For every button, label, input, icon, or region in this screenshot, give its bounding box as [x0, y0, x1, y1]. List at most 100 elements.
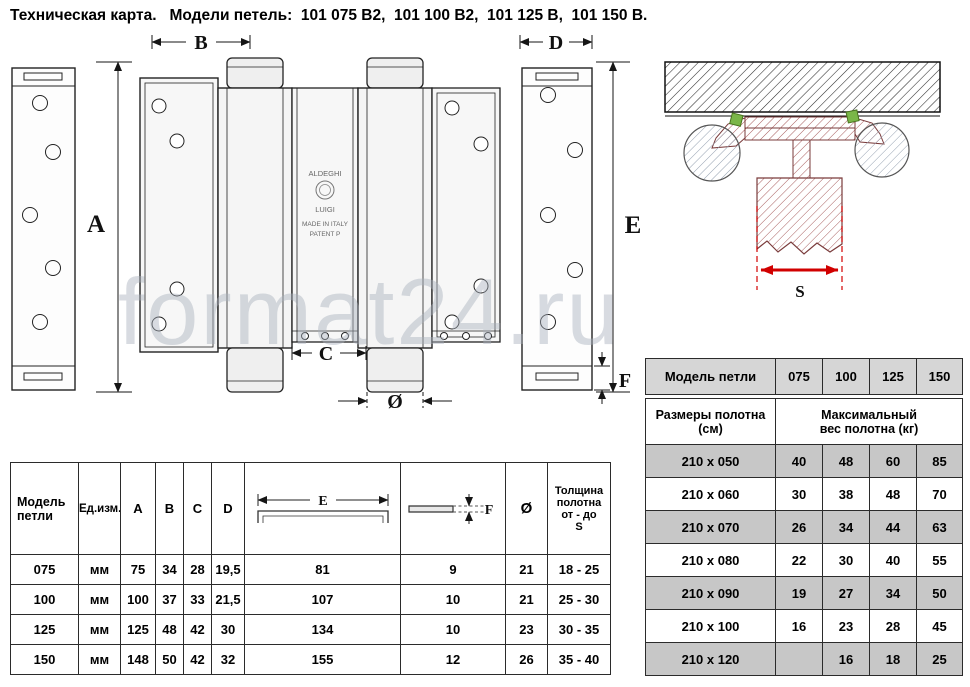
- cell-w075: 40: [775, 444, 823, 478]
- cell-size: 210 x 120: [645, 642, 776, 676]
- model-row: Модель петли 075 100 125 150: [645, 358, 963, 395]
- cell-e: 107: [244, 584, 401, 615]
- cell-f: 10: [400, 614, 506, 645]
- dim-b: [151, 35, 251, 49]
- stamp-line-3: MADE IN ITALY: [302, 221, 349, 228]
- max-weight-header: Максимальный вес полотна (кг): [774, 398, 964, 445]
- cell-e: 134: [244, 614, 401, 645]
- cell-d: 32: [211, 644, 245, 675]
- cell-c: 42: [183, 614, 212, 645]
- cell-a: 148: [120, 644, 156, 675]
- cell-size: 210 x 100: [645, 609, 776, 643]
- cell-thickness: 18 - 25: [547, 554, 611, 585]
- spec-row-125: 125 мм 125 48 42 30 134 10 23 30 - 35: [10, 614, 611, 645]
- stamp-line-2: LUIGI: [315, 205, 335, 214]
- cell-w100: 23: [822, 609, 870, 643]
- cell-diameter: 23: [505, 614, 548, 645]
- hinge-left-wing: [139, 77, 219, 353]
- cell-b: 50: [155, 644, 184, 675]
- weight-row-210x100: 210 x 100 16 23 28 45: [645, 609, 964, 643]
- cell-size: 210 x 090: [645, 576, 776, 610]
- cell-w100: 30: [822, 543, 870, 577]
- green-bushing-left: [729, 112, 744, 127]
- spec-header-c: C: [183, 462, 212, 555]
- cell-diameter: 21: [505, 584, 548, 615]
- dim-label-c: C: [319, 343, 333, 365]
- cell-model: 150: [10, 644, 79, 675]
- dim-label-a: A: [87, 211, 105, 238]
- weight-row-210x060: 210 x 060 30 38 48 70: [645, 477, 964, 511]
- weight-table: Размеры полотна (см) Максимальный вес по…: [645, 398, 964, 676]
- model-075: 075: [775, 358, 823, 395]
- cell-b: 34: [155, 554, 184, 585]
- cell-d: 21,5: [211, 584, 245, 615]
- weight-row-210x120: 210 x 120 16 18 25: [645, 642, 964, 676]
- cell-d: 19,5: [211, 554, 245, 585]
- cell-a: 125: [120, 614, 156, 645]
- cell-thickness: 30 - 35: [547, 614, 611, 645]
- spec-header-f-drawing: F: [400, 462, 506, 555]
- cell-w100: 38: [822, 477, 870, 511]
- spec-header-e-drawing: E: [244, 462, 401, 555]
- weight-header-row: Размеры полотна (см) Максимальный вес по…: [645, 398, 964, 445]
- spec-header-diameter: Ø: [505, 462, 548, 555]
- dim-f: [594, 352, 610, 404]
- page-title: Техническая карта. Модели петель: 101 07…: [10, 7, 648, 24]
- barrel-sections: [683, 122, 910, 182]
- dim-diameter: [338, 392, 452, 408]
- spec-row-075: 075 мм 75 34 28 19,5 81 9 21 18 - 25: [10, 554, 611, 585]
- bottom-screw-strip: [292, 330, 500, 340]
- cell-c: 42: [183, 644, 212, 675]
- cell-w150: 70: [915, 477, 964, 511]
- weight-row-210x090: 210 x 090 19 27 34 50: [645, 576, 964, 610]
- maker-stamp: ALDEGHI LUIGI MADE IN ITALY PATENT P: [302, 169, 349, 238]
- cell-w075: 30: [775, 477, 823, 511]
- dim-s: [756, 206, 843, 290]
- cell-w075: 26: [775, 510, 823, 544]
- cell-f: 10: [400, 584, 506, 615]
- dim-label-e: E: [625, 212, 642, 239]
- left-spring-barrel: [217, 57, 293, 393]
- spec-row-100: 100 мм 100 37 33 21,5 107 10 21 25 - 30: [10, 584, 611, 615]
- model-100: 100: [822, 358, 870, 395]
- cell-w100: 34: [822, 510, 870, 544]
- cell-w125: 18: [869, 642, 917, 676]
- cell-a: 75: [120, 554, 156, 585]
- cell-f: 9: [400, 554, 506, 585]
- spec-header-thickness: Толщина полотна от - до S: [547, 462, 611, 555]
- cell-diameter: 26: [505, 644, 548, 675]
- cell-d: 30: [211, 614, 245, 645]
- spec-header-unit: Ед.изм.: [78, 462, 121, 555]
- cell-size: 210 x 080: [645, 543, 776, 577]
- stamp-line-4: PATENT P: [310, 231, 341, 238]
- dim-label-s: S: [795, 282, 804, 301]
- cell-unit: мм: [78, 554, 121, 585]
- cell-unit: мм: [78, 584, 121, 615]
- cell-diameter: 21: [505, 554, 548, 585]
- cell-model: 075: [10, 554, 79, 585]
- cell-thickness: 35 - 40: [547, 644, 611, 675]
- cell-w125: 44: [869, 510, 917, 544]
- cell-w125: 48: [869, 477, 917, 511]
- cell-a: 100: [120, 584, 156, 615]
- weight-row-210x070: 210 x 070 26 34 44 63: [645, 510, 964, 544]
- cell-model: 100: [10, 584, 79, 615]
- f-profile-drawing: F: [408, 493, 493, 524]
- dim-label-diameter: Ø: [387, 391, 403, 413]
- cell-size: 210 x 050: [645, 444, 776, 478]
- dim-a: [96, 61, 132, 393]
- cell-thickness: 25 - 30: [547, 584, 611, 615]
- cell-w100: 48: [822, 444, 870, 478]
- cell-c: 33: [183, 584, 212, 615]
- cell-b: 37: [155, 584, 184, 615]
- right-mounting-plate: [521, 67, 593, 391]
- cell-f: 12: [400, 644, 506, 675]
- cell-size: 210 x 070: [645, 510, 776, 544]
- hinge-front-view-drawing: A B D: [11, 32, 642, 413]
- cell-w075: [775, 642, 823, 676]
- cell-w075: 16: [775, 609, 823, 643]
- cell-w150: 63: [915, 510, 964, 544]
- cell-w125: 40: [869, 543, 917, 577]
- green-bushing-right: [845, 109, 860, 124]
